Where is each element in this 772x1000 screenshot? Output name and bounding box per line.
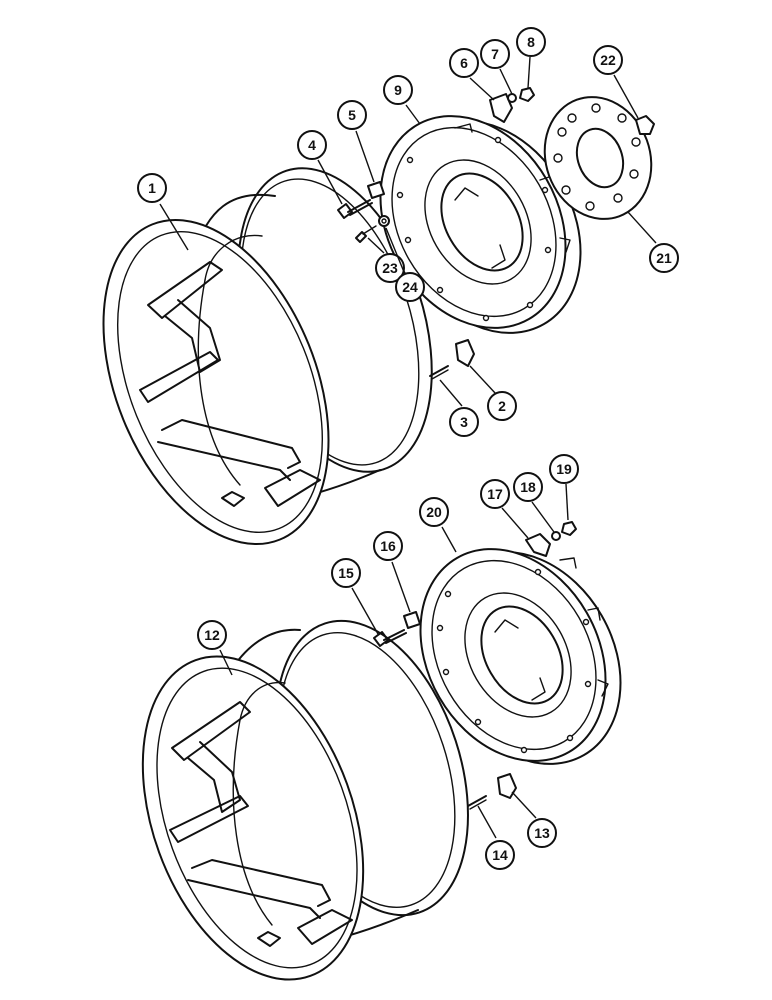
- callout-19-label: 19: [556, 461, 572, 477]
- callout-14: 14: [477, 805, 515, 870]
- callout-6: 6: [449, 48, 495, 101]
- callout-7-label: 7: [491, 46, 499, 62]
- callout-16: 16: [373, 531, 411, 613]
- callout-17: 17: [480, 479, 529, 539]
- callout-7: 7: [480, 39, 513, 95]
- callout-21-label: 21: [656, 250, 672, 266]
- callout-15: 15: [331, 558, 379, 635]
- callout-12: 12: [197, 620, 233, 676]
- callout-21: 21: [627, 211, 679, 273]
- callout-20: 20: [419, 497, 457, 553]
- adapter-plate: [543, 96, 653, 220]
- callout-2: 2: [469, 365, 517, 421]
- callout-22: 22: [593, 45, 639, 119]
- callout-1-label: 1: [148, 180, 156, 196]
- callout-1: 1: [137, 173, 189, 251]
- lower-hardware: [373, 521, 577, 810]
- callout-23-label: 23: [382, 260, 398, 276]
- callout-14-label: 14: [492, 847, 508, 863]
- callout-9-label: 9: [394, 82, 402, 98]
- callout-22-label: 22: [600, 52, 616, 68]
- upper-centre-disc: [379, 115, 582, 334]
- lower-rim: [141, 619, 469, 981]
- callout-18: 18: [513, 472, 555, 533]
- callout-18-label: 18: [520, 479, 536, 495]
- callout-6-label: 6: [460, 55, 468, 71]
- callout-4: 4: [297, 130, 343, 205]
- callout-13-label: 13: [534, 825, 550, 841]
- callout-19: 19: [549, 454, 579, 521]
- callout-5-label: 5: [348, 107, 356, 123]
- lower-centre-disc: [419, 548, 622, 765]
- callout-2-label: 2: [498, 398, 506, 414]
- callout-3: 3: [439, 379, 479, 437]
- callout-24: 24: [385, 227, 425, 302]
- callout-12-label: 12: [204, 627, 220, 643]
- callout-8: 8: [516, 27, 546, 89]
- callout-16-label: 16: [380, 538, 396, 554]
- callout-9: 9: [383, 75, 421, 125]
- callout-24-label: 24: [402, 279, 418, 295]
- callout-20-label: 20: [426, 504, 442, 520]
- upper-hardware: [337, 87, 655, 380]
- callout-3-label: 3: [460, 414, 468, 430]
- callout-8-label: 8: [527, 34, 535, 50]
- callout-13: 13: [511, 791, 557, 848]
- callout-5: 5: [337, 100, 375, 183]
- callout-15-label: 15: [338, 565, 354, 581]
- upper-rim: [102, 167, 433, 546]
- callouts: 1 2 3 4 5 6 7: [137, 27, 679, 870]
- callout-17-label: 17: [487, 486, 503, 502]
- callout-4-label: 4: [308, 137, 316, 153]
- callout-23: 23: [367, 237, 405, 283]
